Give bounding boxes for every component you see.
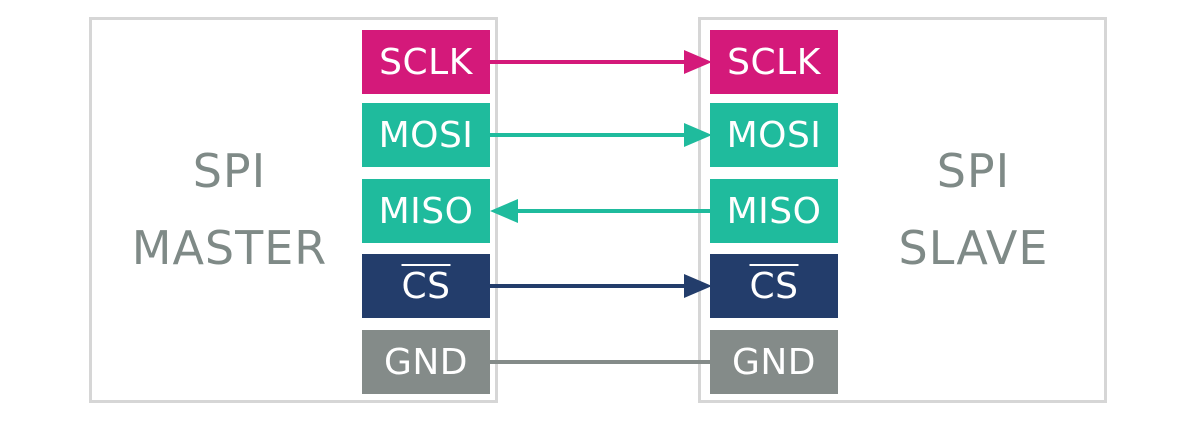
master-label-line1: SPI (192, 144, 267, 198)
slave-pin-miso-label: MISO (726, 190, 822, 232)
master-pin-miso: MISO (362, 179, 490, 243)
slave-label-line1: SPI (936, 144, 1011, 198)
arrow-cs (684, 274, 712, 298)
arrow-miso (490, 199, 518, 223)
slave-pin-gnd: GND (710, 330, 838, 394)
arrow-mosi (684, 123, 712, 147)
master-pin-miso-label: MISO (378, 190, 474, 232)
slave-pin-miso: MISO (710, 179, 838, 243)
master-label-line2: MASTER (131, 221, 328, 275)
master-pin-sclk-label: SCLK (379, 41, 473, 83)
slave-label: SPI SLAVE (851, 20, 1096, 400)
slave-pin-sclk: SCLK (710, 30, 838, 94)
slave-pin-cs: CS (710, 254, 838, 318)
master-pin-cs: CS (362, 254, 490, 318)
master-pin-cs-label: CS (401, 265, 451, 307)
slave-pin-cs-label: CS (749, 265, 799, 307)
master-pin-mosi-label: MOSI (378, 114, 474, 156)
master-pin-gnd-label: GND (383, 341, 469, 383)
arrow-sclk (684, 50, 712, 74)
master-pin-sclk: SCLK (362, 30, 490, 94)
slave-pin-sclk-label: SCLK (727, 41, 821, 83)
slave-pin-mosi: MOSI (710, 103, 838, 167)
master-label: SPI MASTER (107, 20, 352, 400)
slave-label-line2: SLAVE (898, 221, 1049, 275)
slave-pin-mosi-label: MOSI (726, 114, 822, 156)
master-pin-gnd: GND (362, 330, 490, 394)
master-pin-mosi: MOSI (362, 103, 490, 167)
slave-pin-gnd-label: GND (731, 341, 817, 383)
